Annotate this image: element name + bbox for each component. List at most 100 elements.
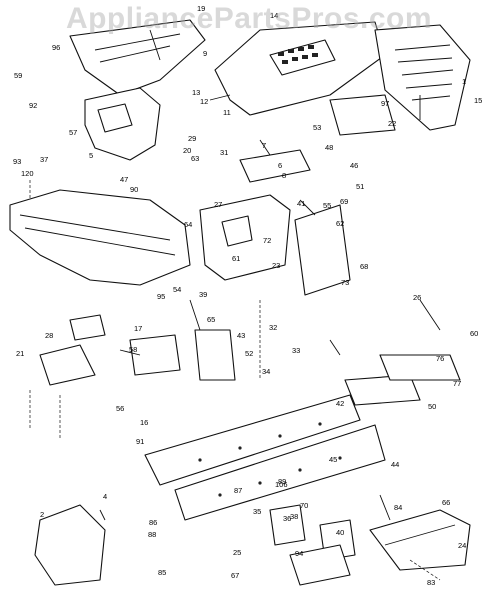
callout-label-85: 85	[158, 568, 166, 577]
side-rail	[9, 189, 191, 286]
callout-label-42: 42	[336, 399, 344, 408]
callout-label-16: 16	[140, 418, 148, 427]
callout-label-106: 106	[275, 480, 288, 489]
callout-label-43: 43	[237, 331, 245, 340]
callout-label-20: 20	[183, 146, 191, 155]
callout-label-7: 7	[262, 141, 266, 150]
callout-label-88: 88	[148, 530, 156, 539]
callout-label-83: 83	[427, 578, 435, 587]
callout-label-84: 84	[394, 503, 402, 512]
callout-label-12: 12	[200, 97, 208, 106]
callout-label-68: 68	[360, 262, 368, 271]
callout-label-53: 53	[313, 123, 321, 132]
callout-label-64: 64	[184, 220, 192, 229]
callout-label-9: 9	[203, 49, 207, 58]
callout-label-22: 22	[388, 119, 396, 128]
callout-label-4: 4	[103, 492, 107, 501]
callout-label-2: 2	[40, 510, 44, 519]
callout-label-23: 23	[272, 261, 280, 270]
callout-label-48: 48	[325, 143, 333, 152]
callout-label-21: 21	[16, 349, 24, 358]
callout-label-67: 67	[231, 571, 239, 580]
callout-label-32: 32	[269, 323, 277, 332]
callout-label-87: 87	[234, 486, 242, 495]
callout-label-60: 60	[470, 329, 478, 338]
callout-label-13: 13	[192, 88, 200, 97]
callout-label-5: 5	[89, 151, 93, 160]
frame-rail-left	[144, 394, 361, 486]
callout-label-26: 26	[413, 293, 421, 302]
callout-label-59: 59	[14, 71, 22, 80]
callout-label-86: 86	[149, 518, 157, 527]
support-plate	[239, 149, 311, 183]
callout-label-31: 31	[220, 148, 228, 157]
frame-rail-right	[174, 424, 386, 521]
callout-label-35: 35	[253, 507, 261, 516]
callout-label-14: 14	[270, 11, 278, 20]
footrest	[369, 509, 471, 571]
callout-label-37: 37	[40, 155, 48, 164]
callout-label-73: 73	[341, 278, 349, 287]
callout-label-33: 33	[292, 346, 300, 355]
callout-label-56: 56	[116, 404, 124, 413]
callout-label-51: 51	[356, 182, 364, 191]
bumper-bracket	[379, 354, 461, 381]
callout-label-41: 41	[297, 199, 305, 208]
callout-label-92: 92	[29, 101, 37, 110]
callout-label-46: 46	[350, 161, 358, 170]
rear-plate	[34, 504, 106, 586]
callout-label-93: 93	[13, 157, 21, 166]
callout-label-52: 52	[245, 349, 253, 358]
callout-label-47: 47	[120, 175, 128, 184]
callout-label-34: 34	[262, 367, 270, 376]
callout-label-11: 11	[223, 108, 231, 117]
callout-label-55: 55	[323, 201, 331, 210]
callout-label-25: 25	[233, 548, 241, 557]
callout-label-50: 50	[428, 402, 436, 411]
callout-label-63: 63	[191, 154, 199, 163]
callout-label-89: 89	[278, 477, 286, 486]
callout-label-97: 97	[381, 99, 389, 108]
callout-label-72: 72	[263, 236, 271, 245]
callout-label-70: 70	[300, 501, 308, 510]
callout-label-120: 120	[21, 169, 34, 178]
callout-label-1: 1	[462, 77, 466, 86]
callout-label-61: 61	[232, 254, 240, 263]
callout-label-40: 40	[336, 528, 344, 537]
callout-label-17: 17	[134, 324, 142, 333]
callout-label-65: 65	[207, 315, 215, 324]
callout-label-45: 45	[329, 455, 337, 464]
callout-label-91: 91	[136, 437, 144, 446]
side-panel	[329, 94, 396, 136]
callout-label-54: 54	[173, 285, 181, 294]
callout-label-57: 57	[69, 128, 77, 137]
callout-label-77: 77	[453, 379, 461, 388]
callout-labels: 1245678911121314151617192021222324252627…	[13, 4, 482, 587]
callout-label-76: 76	[436, 354, 444, 363]
callout-label-28: 28	[45, 331, 53, 340]
right-bracket	[294, 204, 351, 296]
mount-bracket	[129, 334, 181, 376]
grille	[374, 24, 471, 131]
callout-label-94: 94	[295, 549, 303, 558]
callout-label-90: 90	[130, 185, 138, 194]
callout-label-6: 6	[278, 161, 282, 170]
callout-label-8: 8	[282, 171, 286, 180]
callout-label-95: 95	[157, 292, 165, 301]
callout-label-66: 66	[442, 498, 450, 507]
callout-label-44: 44	[391, 460, 399, 469]
callout-label-38: 38	[290, 512, 298, 521]
callout-label-58: 58	[129, 345, 137, 354]
callout-label-69: 69	[340, 197, 348, 206]
callout-label-27: 27	[214, 200, 222, 209]
callout-label-24: 24	[458, 541, 466, 550]
callout-label-62: 62	[336, 219, 344, 228]
rear-panel	[69, 19, 206, 96]
callout-label-29: 29	[188, 134, 196, 143]
callout-label-96: 96	[52, 43, 60, 52]
callout-label-15: 15	[474, 96, 482, 105]
callout-label-19: 19	[197, 4, 205, 13]
callout-label-39: 39	[199, 290, 207, 299]
